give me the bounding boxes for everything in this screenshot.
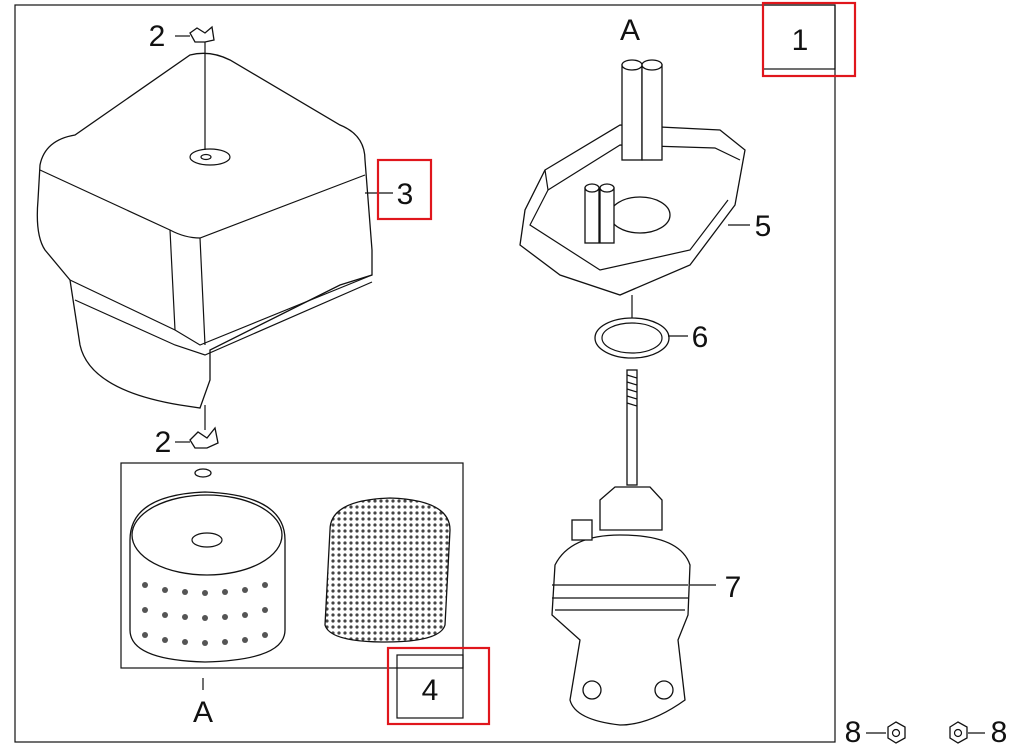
callout-2-bottom: 2 — [155, 426, 172, 459]
callout-1: 1 — [792, 24, 809, 57]
connection-mark-a-filter: A — [193, 696, 213, 729]
callout-4-highlight — [386, 646, 491, 726]
callout-8-left: 8 — [845, 716, 862, 746]
callout-5: 5 — [755, 210, 772, 243]
connection-mark-a-base: A — [620, 14, 640, 47]
filter-group-box — [120, 462, 464, 669]
air-cleaner-base — [519, 59, 746, 318]
callout-1-highlight — [761, 1, 857, 78]
callout-3-highlight — [376, 158, 433, 221]
air-cleaner-cover — [36, 52, 373, 409]
paper-filter-element — [129, 468, 286, 663]
callout-4: 4 — [422, 674, 439, 707]
callout-4-box — [396, 654, 464, 719]
callout-8-right: 8 — [991, 716, 1008, 746]
hex-nut-right — [949, 721, 968, 744]
callout-2-top: 2 — [149, 20, 166, 53]
callout-3: 3 — [397, 178, 414, 211]
callout-7: 7 — [725, 571, 742, 604]
intake-adapter — [551, 486, 691, 726]
gasket — [594, 317, 670, 359]
pre-filter-mesh — [324, 497, 451, 643]
wing-nut-top — [175, 25, 215, 150]
wing-nut-bottom — [175, 405, 219, 449]
callout-6: 6 — [692, 321, 709, 354]
hex-nut-left — [887, 721, 906, 744]
stud-bolt — [626, 369, 638, 486]
diagram-frame — [14, 4, 836, 743]
